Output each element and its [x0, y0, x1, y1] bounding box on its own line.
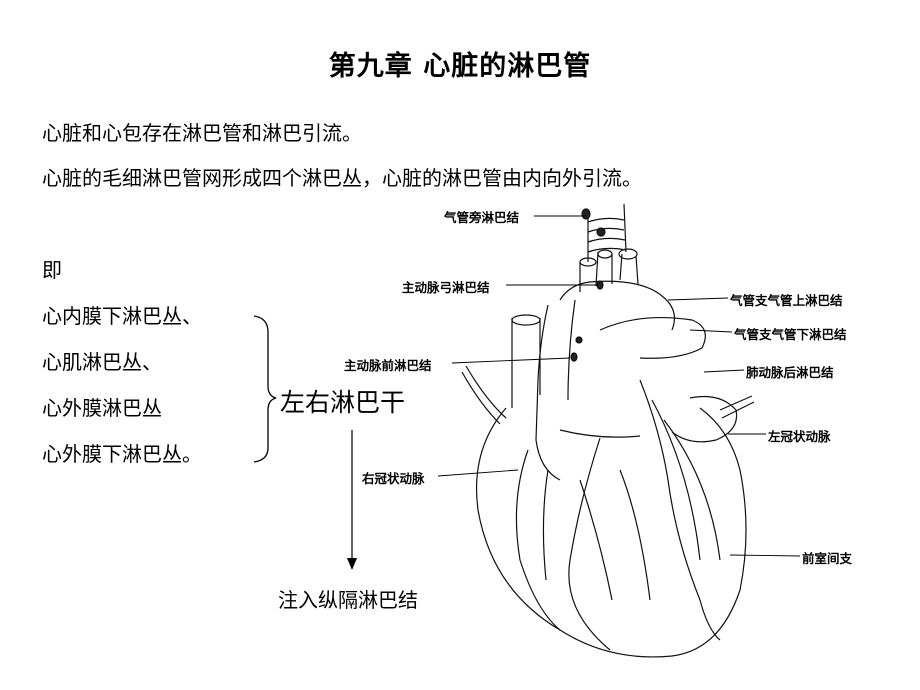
label-right-coronary: 右冠状动脉 [362, 471, 425, 486]
label-retro-pulmonary-nodes: 肺动脉后淋巴结 [746, 365, 834, 380]
label-inferior-tracheobronchial-nodes: 气管支气管下淋巴结 [734, 327, 847, 342]
target-label: 注入纵隔淋巴结 [278, 588, 418, 612]
curly-brace [253, 315, 277, 463]
heart-illustration [461, 203, 755, 658]
plexus-item: 心外膜下淋巴丛。 [42, 442, 202, 466]
leader-lines [437, 215, 801, 557]
intro-word: 即 [42, 258, 62, 282]
label-superior-tracheobronchial-nodes: 气管支气管上淋巴结 [730, 293, 843, 308]
label-paratracheal-nodes: 气管旁淋巴结 [444, 210, 520, 225]
label-preaortic-nodes: 主动脉前淋巴结 [344, 358, 432, 373]
label-anterior-interventricular: 前室间支 [802, 551, 853, 566]
page-title: 第九章 心脏的淋巴管 [328, 51, 592, 82]
paragraph-1: 心脏和心包存在淋巴管和淋巴引流。 [42, 121, 362, 145]
label-left-coronary: 左冠状动脉 [768, 429, 831, 444]
paragraph-2: 心脏的毛细淋巴管网形成四个淋巴丛，心脏的淋巴管由内向外引流。 [42, 166, 642, 190]
plexus-item: 心肌淋巴丛、 [42, 350, 162, 374]
label-aortic-arch-nodes: 主动脉弓淋巴结 [402, 280, 490, 295]
down-arrow-icon [347, 430, 357, 570]
plexus-item: 心内膜下淋巴丛、 [42, 304, 202, 328]
plexus-item: 心外膜淋巴丛 [42, 396, 162, 420]
trunk-label: 左右淋巴干 [280, 388, 406, 417]
